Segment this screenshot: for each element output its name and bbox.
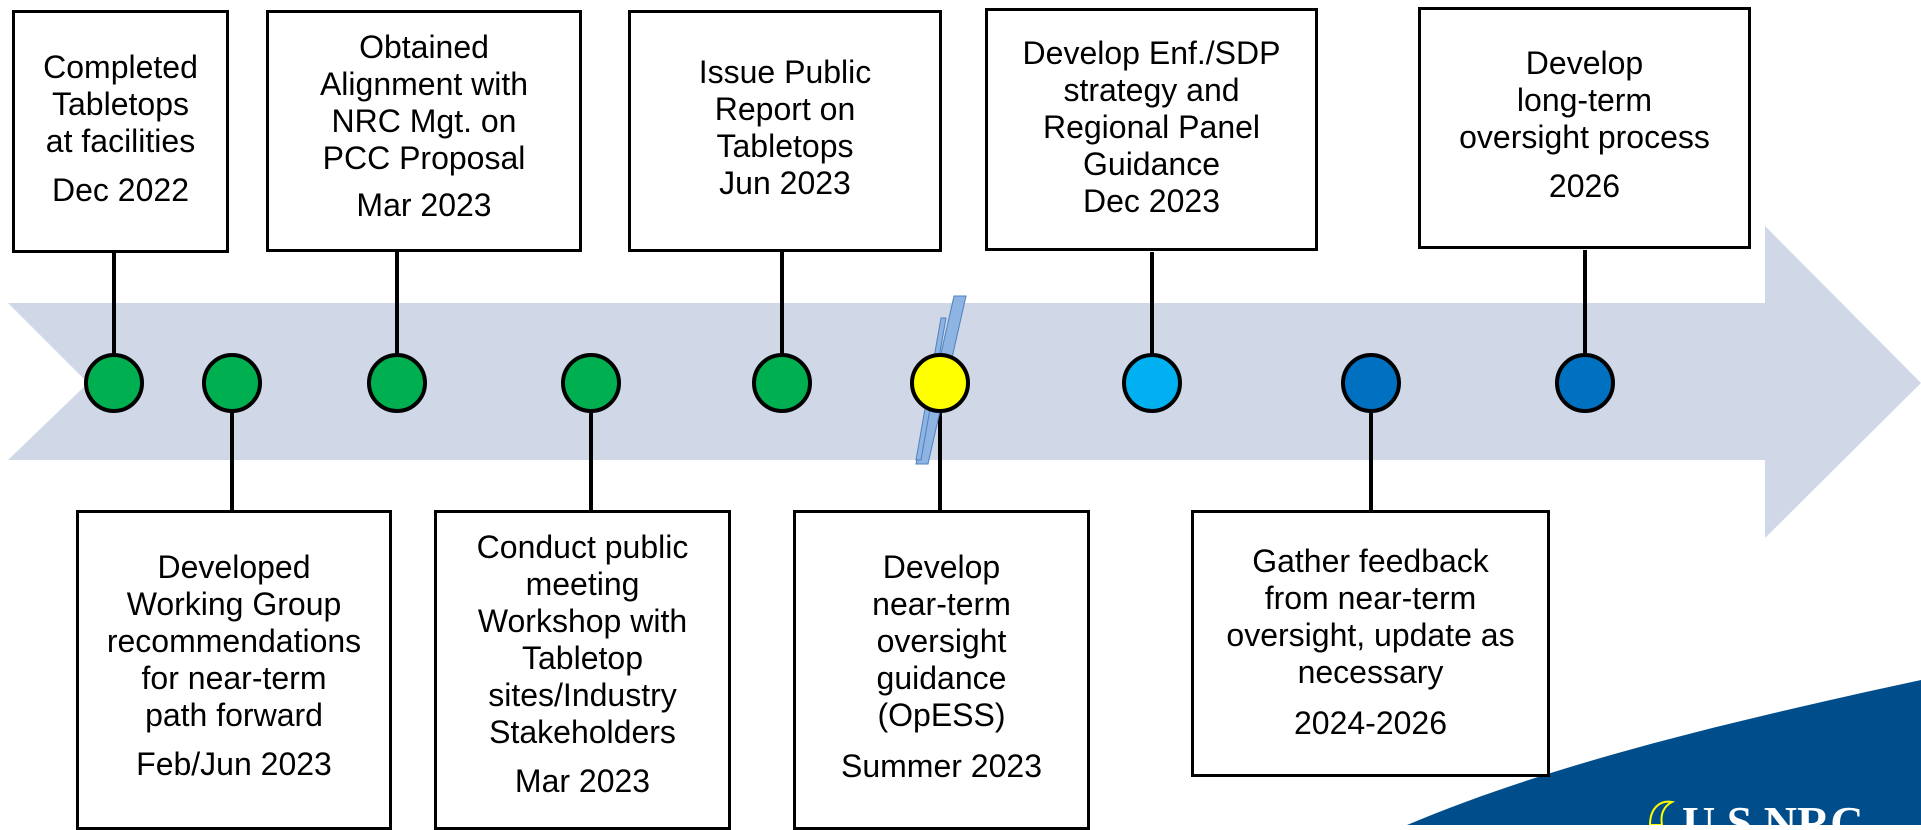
milestone-label-line: sites/Industry: [488, 677, 677, 713]
milestone-box-develop-enf-sdp: Develop Enf./SDP strategy and Regional P…: [985, 8, 1318, 251]
milestone-label-line: meeting: [525, 566, 640, 602]
milestone-date: Feb/Jun 2023: [136, 746, 332, 782]
connector-lines: [112, 250, 1587, 510]
milestone-box-issue-public-report: Issue Public Report on Tabletops Jun 202…: [628, 10, 942, 252]
milestone-label-line: oversight: [876, 623, 1007, 659]
milestone-label-line: long-term: [1516, 82, 1653, 118]
milestone-label-line: guidance: [876, 660, 1007, 696]
milestone-dot-completed: [561, 353, 621, 413]
milestone-label-line: NRC Mgt. on: [331, 103, 517, 139]
milestone-date: 2024-2026: [1293, 705, 1448, 741]
milestone-label-line: oversight process: [1459, 119, 1710, 155]
milestone-label-line: Developed: [157, 549, 311, 585]
milestone-label-line: from near-term: [1264, 580, 1477, 616]
milestone-label-line: necessary: [1297, 654, 1444, 690]
milestone-label-line: Tabletops: [716, 128, 854, 164]
milestone-box-long-term-oversight: Develop long-term oversight process 2026: [1418, 7, 1751, 249]
milestone-label-line: Develop Enf./SDP: [1022, 35, 1281, 71]
milestone-label-line: Dec 2023: [1083, 183, 1220, 219]
milestone-label-line: recommendations: [106, 623, 362, 659]
milestone-label-line: Regional Panel: [1042, 109, 1261, 145]
milestone-box-public-meeting: Conduct public meeting Workshop with Tab…: [434, 510, 731, 830]
milestone-label-line: Tabletops: [52, 86, 189, 122]
milestone-label-line: (OpESS): [877, 697, 1006, 733]
milestone-box-near-term-guidance: Develop near-term oversight guidance (Op…: [793, 510, 1090, 830]
milestone-date: Mar 2023: [356, 187, 492, 223]
milestone-label-line: Alignment with: [319, 66, 529, 102]
nrc-logo: U.S.NRC: [1648, 797, 1863, 825]
milestone-box-completed-tabletops: Completed Tabletops at facilities Dec 20…: [12, 10, 229, 253]
milestone-label-line: Completed: [43, 49, 198, 85]
milestone-dot-current: [910, 353, 970, 413]
nrc-logo-text: U.S.NRC: [1682, 797, 1863, 825]
nrc-logo-swoosh: [1407, 680, 1921, 825]
milestone-label-line: Gather feedback: [1252, 543, 1489, 579]
milestone-label-line: PCC Proposal: [322, 140, 526, 176]
milestone-label-line: Jun 2023: [719, 165, 851, 201]
milestone-dot-future: [1341, 353, 1401, 413]
milestone-label-line: for near-term: [141, 660, 327, 696]
milestone-date: 2026: [1548, 168, 1621, 204]
milestone-label-line: Guidance: [1083, 146, 1220, 182]
milestone-date: Mar 2023: [514, 763, 651, 799]
milestone-label-line: Report on: [714, 91, 856, 127]
milestone-label-line: near-term: [872, 586, 1011, 622]
milestone-dot-completed: [367, 353, 427, 413]
milestone-label-line: Obtained: [359, 29, 489, 65]
milestone-label-line: Issue Public: [698, 54, 872, 90]
milestone-date: Summer 2023: [841, 748, 1042, 784]
nrc-logo-mark: [1648, 800, 1676, 825]
milestone-label-line: oversight, update as: [1226, 617, 1515, 653]
milestone-dot-next: [1122, 353, 1182, 413]
milestone-date: Dec 2022: [52, 172, 189, 208]
milestone-dot-completed: [84, 353, 144, 413]
milestone-label-line: strategy and: [1063, 72, 1240, 108]
milestone-dot-future: [1555, 353, 1615, 413]
milestone-box-working-group: Developed Working Group recommendations …: [76, 510, 392, 830]
milestone-dot-completed: [202, 353, 262, 413]
milestone-label-line: Workshop with: [477, 603, 688, 639]
milestone-label-line: at facilities: [45, 123, 196, 159]
milestone-label-line: Stakeholders: [489, 714, 676, 750]
milestone-label-line: Tabletop: [522, 640, 643, 676]
milestone-label-line: Conduct public: [476, 529, 689, 565]
milestone-label-line: Develop: [1525, 45, 1644, 81]
milestone-label-line: Develop: [882, 549, 1001, 585]
milestone-label-line: path forward: [145, 697, 323, 733]
milestone-box-obtained-alignment: Obtained Alignment with NRC Mgt. on PCC …: [266, 10, 582, 252]
milestone-box-gather-feedback: Gather feedback from near-term oversight…: [1191, 510, 1550, 777]
milestone-dot-completed: [752, 353, 812, 413]
milestone-dots: [84, 353, 1615, 413]
milestone-label-line: Working Group: [126, 586, 342, 622]
